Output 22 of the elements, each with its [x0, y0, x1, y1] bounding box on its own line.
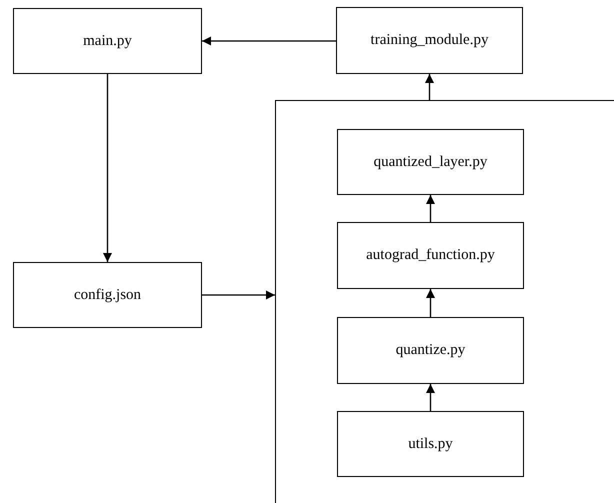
file-name: quantized_layer.py	[374, 154, 488, 170]
arrow	[426, 195, 435, 222]
file-name: main.py	[83, 32, 132, 50]
file-box	[13, 262, 202, 328]
file-name: autograd_function.py	[366, 247, 495, 264]
file-box	[337, 222, 524, 289]
arrow	[103, 74, 112, 262]
module-group-frame	[275, 100, 614, 503]
file-name: training_module.py	[370, 32, 488, 49]
file-name: quantize.py	[396, 342, 466, 359]
arrow	[202, 290, 275, 300]
arrow	[425, 74, 434, 100]
file-box	[13, 8, 202, 74]
file-box	[337, 317, 524, 384]
file-box	[336, 7, 523, 74]
arrow	[426, 289, 435, 317]
arrow	[426, 384, 435, 411]
file-box	[337, 411, 524, 477]
file-name: utils.py	[408, 436, 453, 452]
file-name: config.json	[74, 286, 142, 304]
arrow	[202, 36, 336, 46]
file-box	[337, 129, 524, 195]
